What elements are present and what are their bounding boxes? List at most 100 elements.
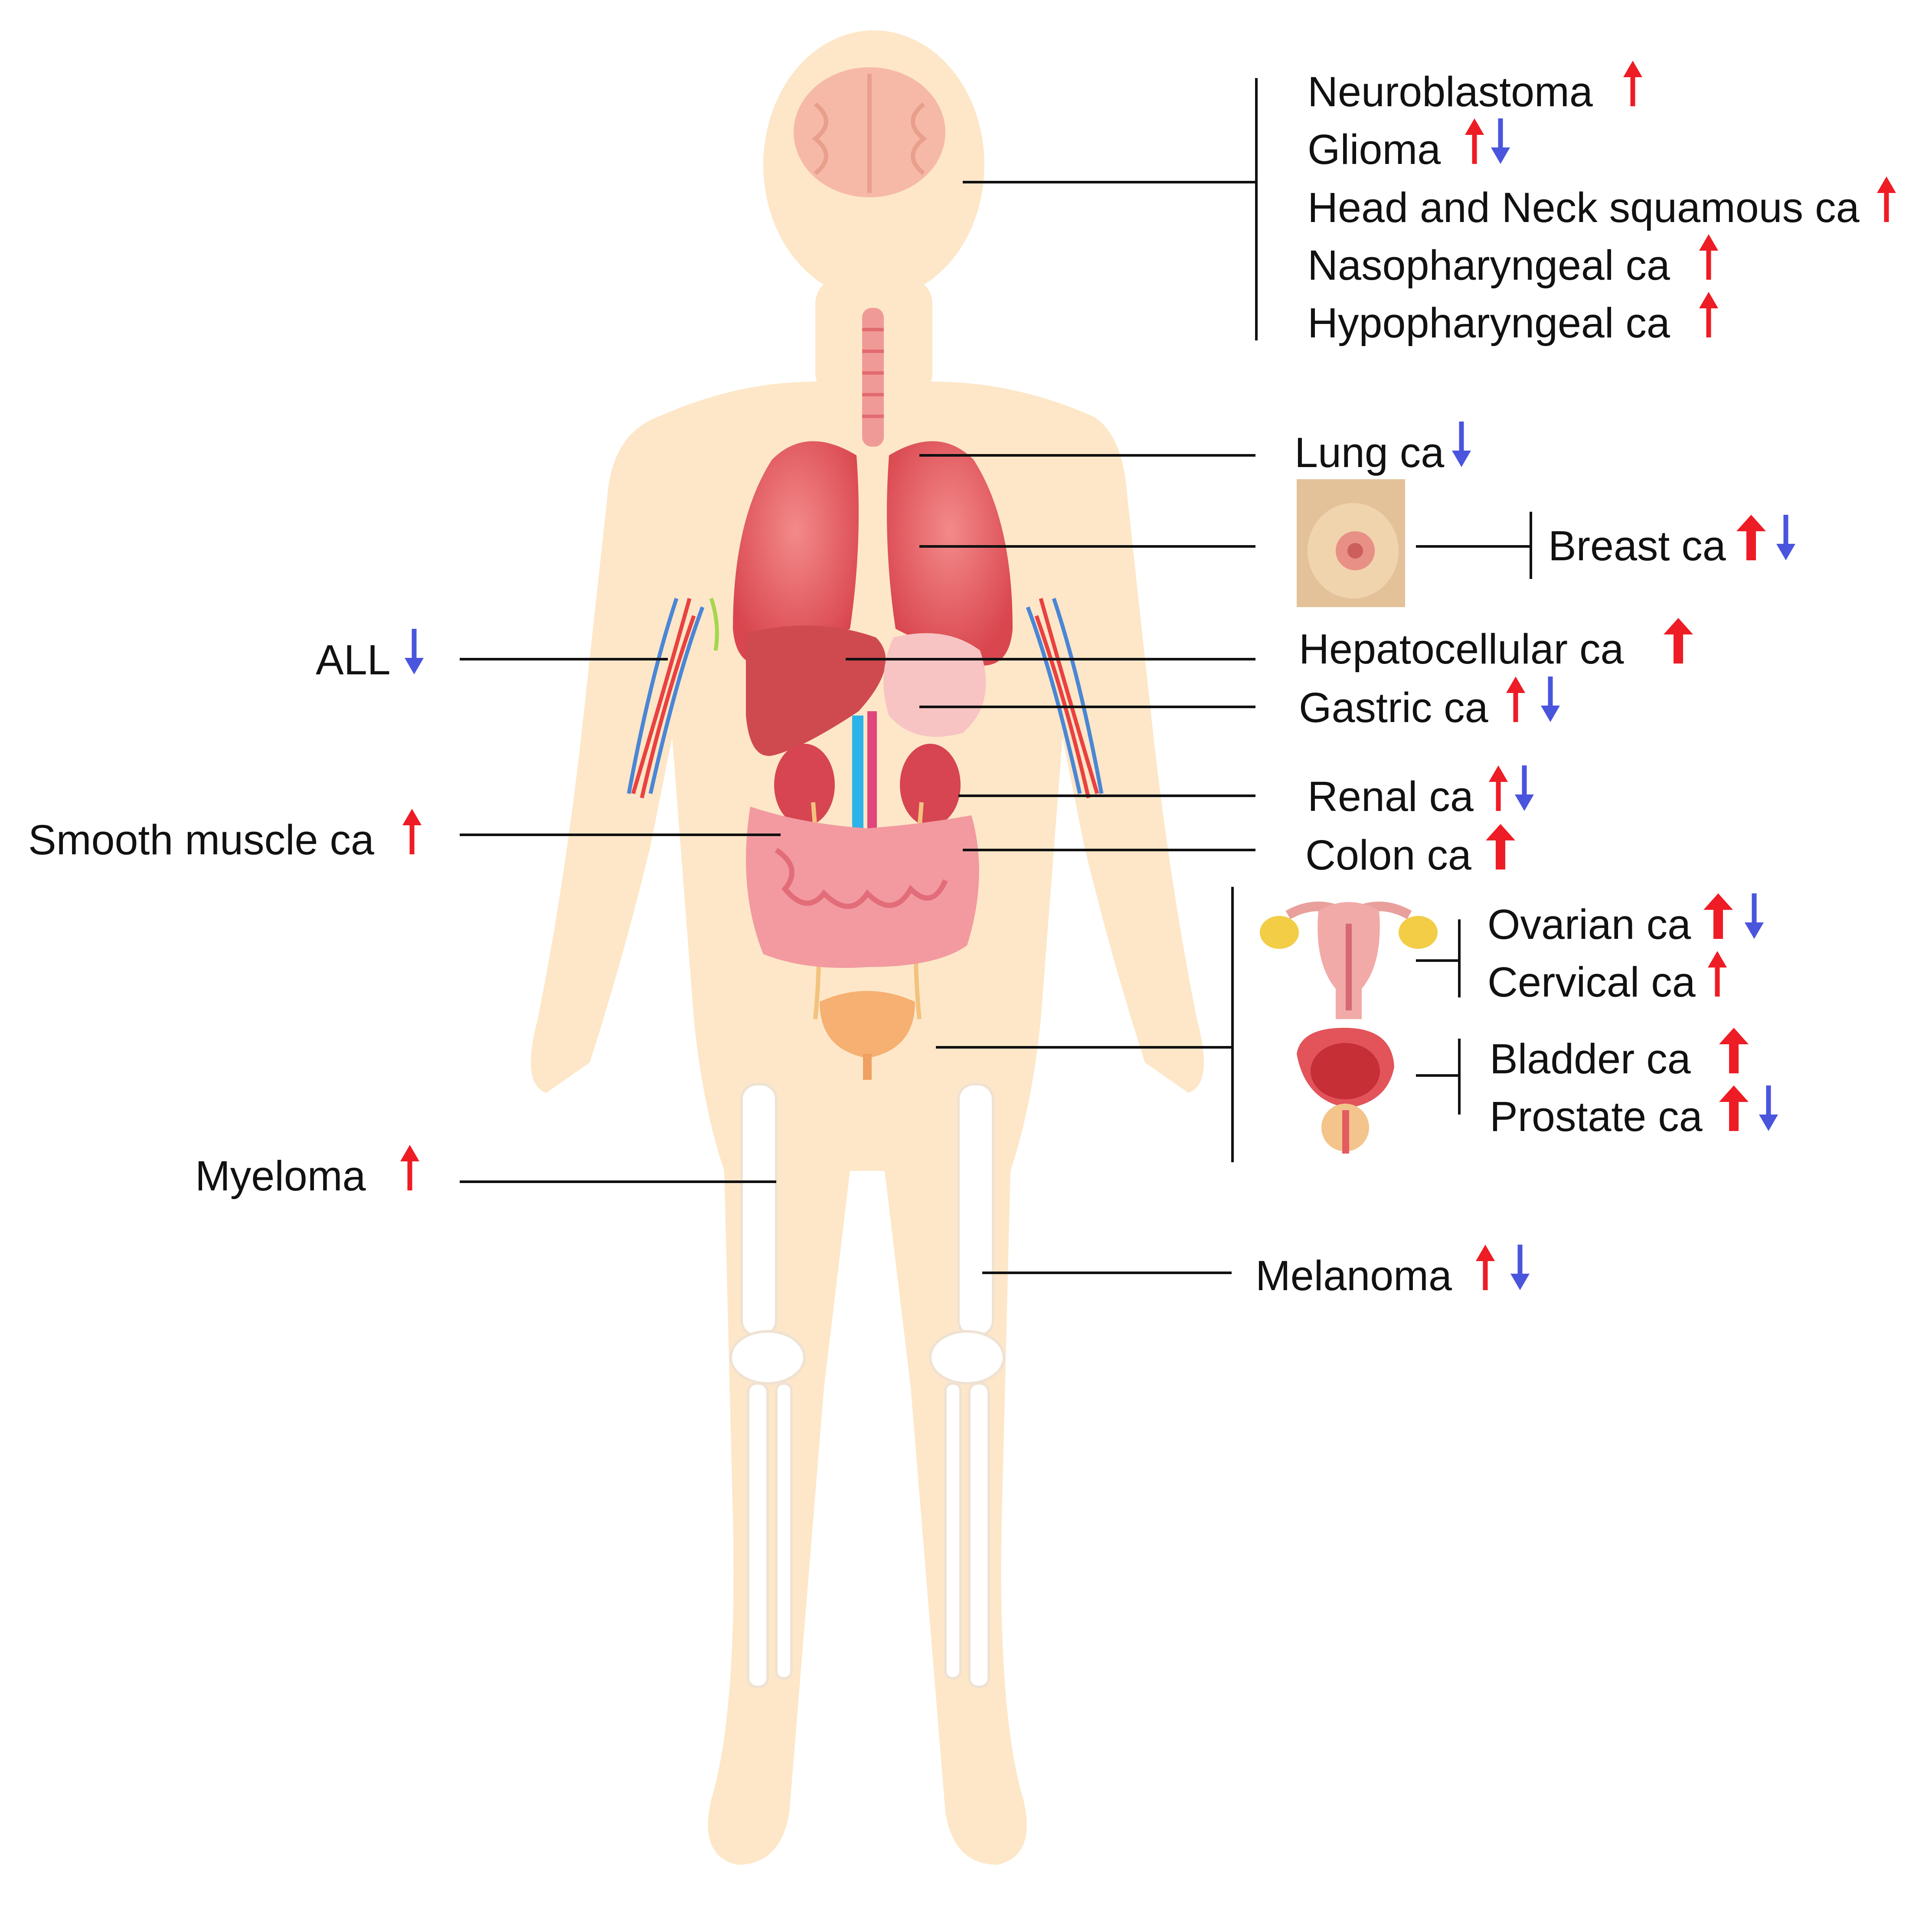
label-text: Neuroblastoma — [1308, 68, 1593, 115]
label-ovarian: Ovarian ca — [1487, 893, 1764, 948]
arrow-down-shape — [405, 629, 424, 674]
arrow-down-shape — [1776, 515, 1795, 560]
label-renal: Renal ca — [1308, 765, 1534, 820]
arrow-down-icon — [1515, 765, 1534, 811]
arrow-down-shape — [1452, 422, 1471, 467]
arrow-down-icon — [1745, 893, 1764, 939]
arrow-up-icon — [1623, 61, 1642, 106]
label-melanoma: Melanoma — [1255, 1245, 1530, 1299]
arrow-up-shape — [400, 1145, 419, 1190]
arrow-up-shape — [1486, 824, 1515, 870]
arrow-down-icon — [1759, 1085, 1778, 1131]
label-myeloma: Myeloma — [195, 1145, 419, 1200]
arrow-up-shape — [1708, 951, 1727, 997]
label-text: Myeloma — [195, 1152, 366, 1200]
arrow-up-icon — [1699, 292, 1718, 337]
label-text: Colon ca — [1305, 831, 1471, 879]
label-text: Nasopharyngeal ca — [1308, 242, 1670, 289]
label-cervical: Cervical ca — [1487, 951, 1727, 1006]
label-colon: Colon ca — [1305, 824, 1515, 879]
arrow-down-icon — [1491, 118, 1510, 164]
arrow-up-shape — [1719, 1028, 1749, 1073]
bladder-icon — [820, 991, 915, 1080]
arrow-up-icon — [1699, 234, 1718, 280]
label-smooth-muscle: Smooth muscle ca — [28, 809, 422, 863]
arrow-up-shape — [1664, 618, 1693, 664]
label-neuroblastoma: Neuroblastoma — [1308, 61, 1642, 115]
lungs-icon — [733, 441, 1013, 666]
label-text: Bladder ca — [1490, 1035, 1691, 1082]
label-glioma: Glioma — [1308, 118, 1510, 173]
label-text: Gastric ca — [1299, 684, 1488, 731]
arrow-down-icon — [1510, 1245, 1530, 1290]
arrow-up-shape — [1465, 118, 1484, 164]
arrow-up-icon — [1708, 951, 1727, 997]
leg-bones-icon — [729, 1083, 1005, 1688]
arrow-down-shape — [1515, 765, 1534, 811]
arrow-down-icon — [1776, 515, 1795, 560]
arrow-up-bold-icon — [1664, 618, 1693, 664]
arrow-up-bold-icon — [1736, 515, 1766, 560]
arrow-up-icon — [1489, 765, 1508, 811]
label-text: Ovarian ca — [1487, 901, 1691, 948]
brain-icon — [794, 67, 945, 197]
label-text: Melanoma — [1255, 1252, 1452, 1299]
label-text: Prostate ca — [1490, 1093, 1703, 1140]
arrow-up-icon — [1465, 118, 1484, 164]
label-breast: Breast ca — [1548, 515, 1795, 569]
arrow-up-shape — [1719, 1085, 1749, 1131]
label-text: Head and Neck squamous ca — [1308, 184, 1860, 231]
arrow-up-shape — [1699, 292, 1718, 337]
label-text: Lung ca — [1295, 429, 1444, 476]
breast-photo-icon — [1297, 479, 1405, 607]
arrow-down-icon — [1541, 677, 1560, 722]
leader-lines — [460, 78, 1532, 1274]
trachea-icon — [862, 308, 884, 447]
arrow-up-bold-icon — [1486, 824, 1515, 870]
arrow-up-icon — [1476, 1245, 1495, 1290]
arrow-down-shape — [1745, 893, 1764, 939]
arrow-up-shape — [1489, 765, 1508, 811]
uterus-ovaries-icon — [1260, 902, 1438, 1019]
arrow-down-shape — [1759, 1085, 1778, 1131]
arm-blood-vessels-icon — [627, 598, 1104, 798]
bladder-prostate-icon — [1297, 1028, 1394, 1154]
label-text: Cervical ca — [1487, 958, 1696, 1006]
label-prostate: Prostate ca — [1490, 1085, 1778, 1140]
label-hepatocellular: Hepatocellular ca — [1299, 618, 1693, 673]
arrow-up-shape — [1506, 677, 1525, 722]
arrow-up-shape — [1736, 515, 1766, 560]
arrow-up-icon — [402, 809, 422, 854]
arrow-down-shape — [1491, 118, 1510, 164]
arrow-down-icon — [405, 629, 424, 674]
label-head-neck: Head and Neck squamous ca — [1308, 177, 1896, 231]
arrow-up-shape — [1623, 61, 1642, 106]
label-text: Hepatocellular ca — [1299, 625, 1624, 673]
arrow-up-bold-icon — [1719, 1085, 1749, 1131]
arrow-up-bold-icon — [1719, 1028, 1749, 1073]
arrow-up-bold-icon — [1703, 893, 1733, 939]
arrow-up-icon — [400, 1145, 419, 1190]
label-text: ALL — [316, 636, 391, 683]
arrow-up-icon — [1506, 677, 1525, 722]
label-hypopharyngeal: Hypopharyngeal ca — [1308, 292, 1718, 346]
label-lung: Lung ca — [1295, 422, 1471, 476]
stomach-icon — [883, 633, 986, 737]
arrow-up-shape — [1877, 177, 1896, 222]
arrow-up-shape — [1476, 1245, 1495, 1290]
label-text: Glioma — [1308, 126, 1441, 173]
arrow-up-shape — [1699, 234, 1718, 280]
label-gastric: Gastric ca — [1299, 677, 1560, 731]
arrow-up-icon — [1877, 177, 1896, 222]
arrow-down-icon — [1452, 422, 1471, 467]
label-text: Smooth muscle ca — [28, 816, 374, 863]
arrow-down-shape — [1510, 1245, 1530, 1290]
label-text: Renal ca — [1308, 773, 1474, 820]
label-nasopharyngeal: Nasopharyngeal ca — [1308, 234, 1718, 289]
arrow-up-shape — [1703, 893, 1733, 939]
label-all: ALL — [316, 629, 424, 683]
intestine-icon — [746, 807, 979, 968]
label-text: Hypopharyngeal ca — [1308, 299, 1670, 346]
label-bladder: Bladder ca — [1490, 1028, 1749, 1082]
